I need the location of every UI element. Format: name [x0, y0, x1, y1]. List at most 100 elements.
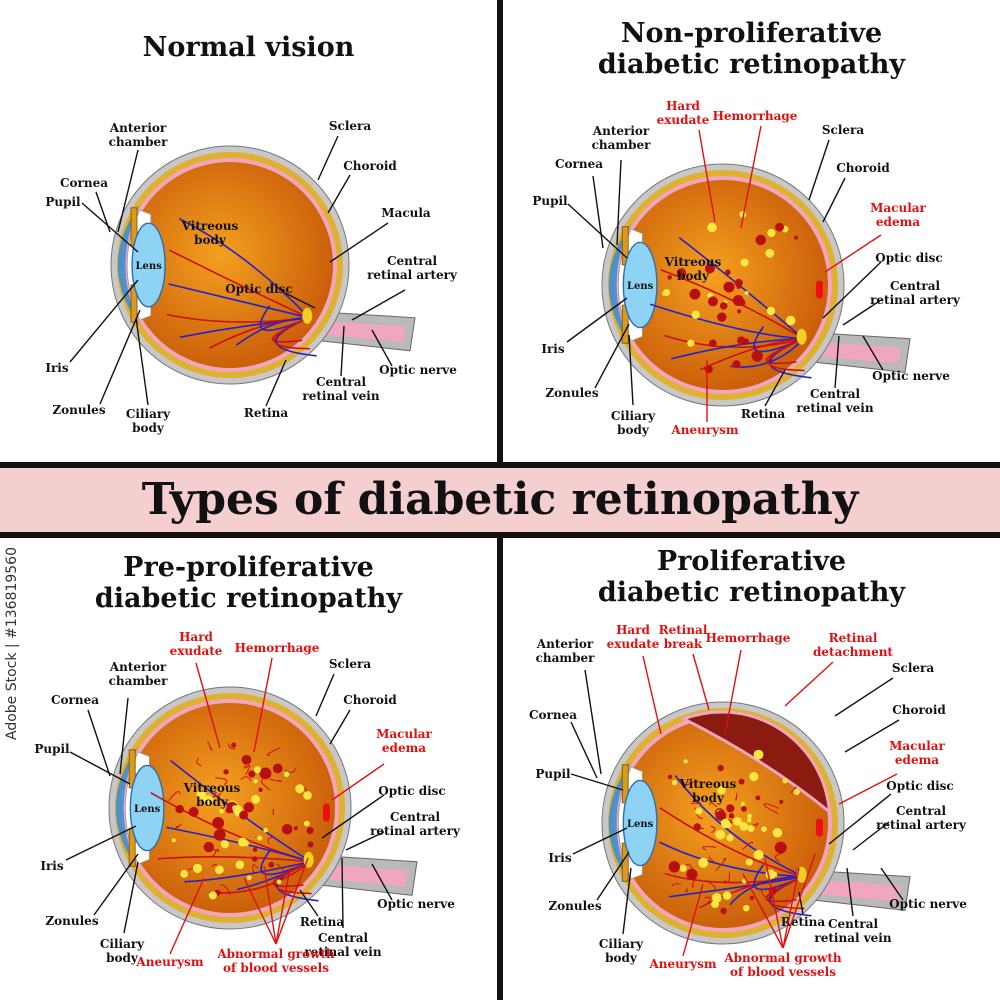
label-line: chamber: [536, 651, 596, 665]
label-line: Central: [316, 375, 367, 389]
label-line: Vitreous: [183, 781, 241, 795]
label-line: break: [664, 637, 703, 651]
hard-exudate: [662, 291, 667, 296]
hard-exudate: [232, 805, 238, 811]
hemorrhage-spot: [736, 309, 742, 314]
label-cornea: Cornea: [555, 157, 603, 171]
leader-line: [628, 334, 634, 406]
label-line: Anterior: [536, 637, 594, 651]
vessel: [236, 317, 310, 346]
hemorrhage-spot: [272, 763, 283, 774]
label-optic-disc: Optic disc: [886, 779, 953, 793]
label-line: Anterior: [109, 121, 167, 135]
label-line: body: [692, 791, 725, 805]
label-line: Anterior: [592, 124, 650, 138]
label-line: body: [194, 233, 227, 247]
label-pupil: Pupil: [45, 195, 81, 209]
panel-pre-proliferative: Pre-proliferative diabetic retinopathy L…: [0, 538, 497, 1000]
vertical-divider-bottom: [497, 538, 503, 1000]
abnormal-vessel: [196, 758, 202, 767]
leader-line: [99, 309, 141, 405]
leader-line: [566, 297, 628, 343]
label-line: Retina: [300, 915, 344, 929]
lens: [622, 241, 658, 329]
label-lens: Lens: [134, 804, 161, 815]
label-hemorrhage: Hemorrhage: [706, 631, 791, 645]
hard-exudate: [695, 807, 703, 815]
hemorrhage-spot: [668, 861, 680, 873]
label-line: Optic disc: [886, 779, 953, 793]
leader-line: [570, 721, 598, 779]
title-line: Non-proliferative: [620, 18, 883, 49]
label-optic-disc: Optic disc: [225, 282, 292, 296]
hard-exudate: [765, 248, 775, 258]
label-zonules: Zonules: [45, 914, 98, 928]
hemorrhage-spot: [741, 806, 747, 812]
label-line: Sclera: [892, 661, 934, 675]
abnormal-vessel: [245, 764, 251, 776]
label-line: Zonules: [548, 899, 601, 913]
hard-exudate: [246, 875, 252, 881]
abnormal-vessel: [704, 896, 711, 903]
abnormal-vessel: [715, 857, 727, 871]
label-line: exudate: [607, 637, 660, 651]
label-line: Iris: [548, 851, 571, 865]
hemorrhage-spot: [686, 868, 698, 880]
panel-non-proliferative: Non-proliferative diabetic retinopathy L…: [503, 0, 1000, 462]
panel-title: Pre-proliferative diabetic retinopathy: [0, 552, 497, 614]
label-line: retinal vein: [814, 931, 891, 945]
label-line: body: [132, 421, 165, 435]
leader-line: [351, 289, 406, 321]
label-line: edema: [895, 753, 939, 767]
label-zonules: Zonules: [545, 386, 598, 400]
leader-line: [742, 873, 784, 949]
label-line: chamber: [109, 135, 169, 149]
hemorrhage-spot: [212, 816, 225, 829]
leader-line: [317, 135, 339, 181]
hemorrhage-spot: [248, 770, 256, 778]
hard-exudate: [707, 222, 717, 233]
label-cornea: Cornea: [51, 693, 99, 707]
label-choroid: Choroid: [343, 693, 397, 707]
leader-line: [642, 655, 662, 735]
hemorrhage-spot: [775, 222, 784, 232]
hard-exudate: [235, 860, 245, 870]
leader-line: [195, 662, 221, 749]
hemorrhage-spot: [749, 895, 755, 900]
hemorrhage-spot: [728, 813, 735, 819]
hard-exudate: [720, 818, 731, 829]
abnormal-vessel: [742, 841, 753, 850]
label-line: Central: [828, 917, 879, 931]
abnormal-vessel: [276, 863, 284, 871]
leader-line: [782, 853, 816, 949]
abnormal-vessel: [252, 864, 259, 874]
hemorrhage-spot: [793, 235, 799, 240]
abnormal-vessel: [763, 803, 779, 814]
hemorrhage-spot: [243, 802, 254, 813]
hard-exudate: [283, 771, 290, 777]
hard-exudate: [303, 791, 312, 800]
label-line: Retinal: [829, 631, 878, 645]
leader-line: [616, 159, 622, 246]
vessel: [674, 775, 805, 878]
macular-edema: [815, 280, 823, 299]
label-line: Hemorrhage: [706, 631, 791, 645]
leader-line: [69, 751, 131, 785]
vessel: [184, 860, 312, 883]
abnormal-vessel: [228, 743, 236, 750]
leader-line: [331, 763, 385, 801]
label-macula: Macula: [381, 206, 431, 220]
